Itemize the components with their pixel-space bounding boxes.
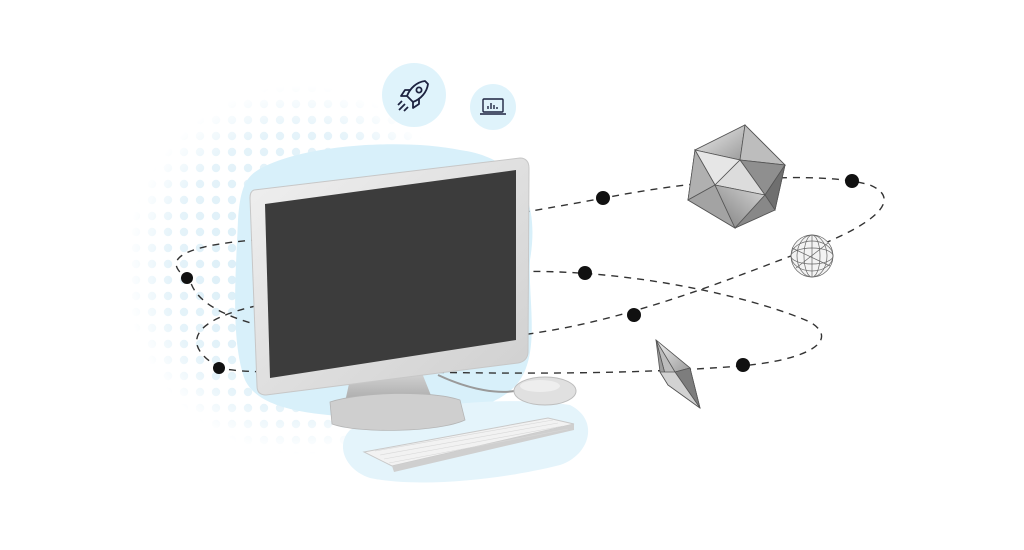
laptop-chart-icon-bubble: [470, 84, 516, 130]
rocket-icon: [397, 80, 429, 112]
keyboard-keys: [374, 419, 569, 464]
octahedron-shape: [655, 338, 701, 409]
monitor-stand-base: [329, 393, 466, 431]
orbit-node: [181, 272, 193, 284]
wireframe-sphere-shape: [790, 234, 834, 278]
computer-mouse: [513, 376, 577, 406]
orbit-node: [596, 191, 610, 205]
laptop-chart-icon: [480, 98, 506, 115]
rocket-icon-bubble: [382, 63, 446, 127]
keyboard: [362, 417, 575, 472]
icosahedron-shape: [687, 124, 787, 230]
orbit-node: [213, 362, 225, 374]
orbit-node: [627, 308, 641, 322]
desktop-monitor: [249, 157, 530, 431]
orbit-node: [578, 266, 592, 280]
orbit-node: [845, 174, 859, 188]
orbit-node: [736, 358, 750, 372]
orbit-nodes: [181, 174, 859, 374]
monitor-screen: [265, 170, 516, 378]
